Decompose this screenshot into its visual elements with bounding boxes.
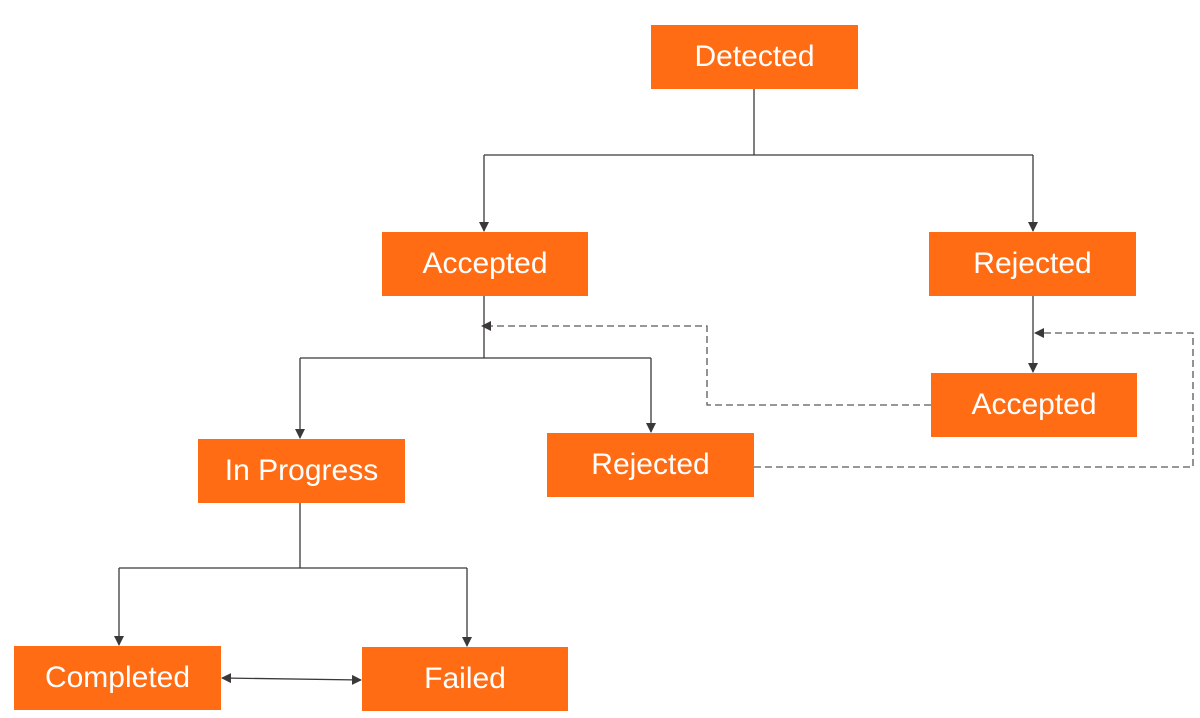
node-failed: Failed (362, 647, 568, 711)
node-in-progress: In Progress (198, 439, 405, 503)
node-accepted: Accepted (382, 232, 588, 296)
node-rejected-accepted: Accepted (931, 373, 1137, 437)
node-completed: Completed (14, 646, 221, 710)
arrow-completed-failed (221, 673, 362, 685)
node-accepted-rejected: Rejected (547, 433, 754, 497)
node-rejected: Rejected (929, 232, 1136, 296)
node-detected: Detected (651, 25, 858, 89)
dashed-arrow-rejected-accepted-to-accepted (481, 321, 931, 406)
dashed-arrow-accepted-rejected-to-rejected-accepted (754, 328, 1194, 468)
